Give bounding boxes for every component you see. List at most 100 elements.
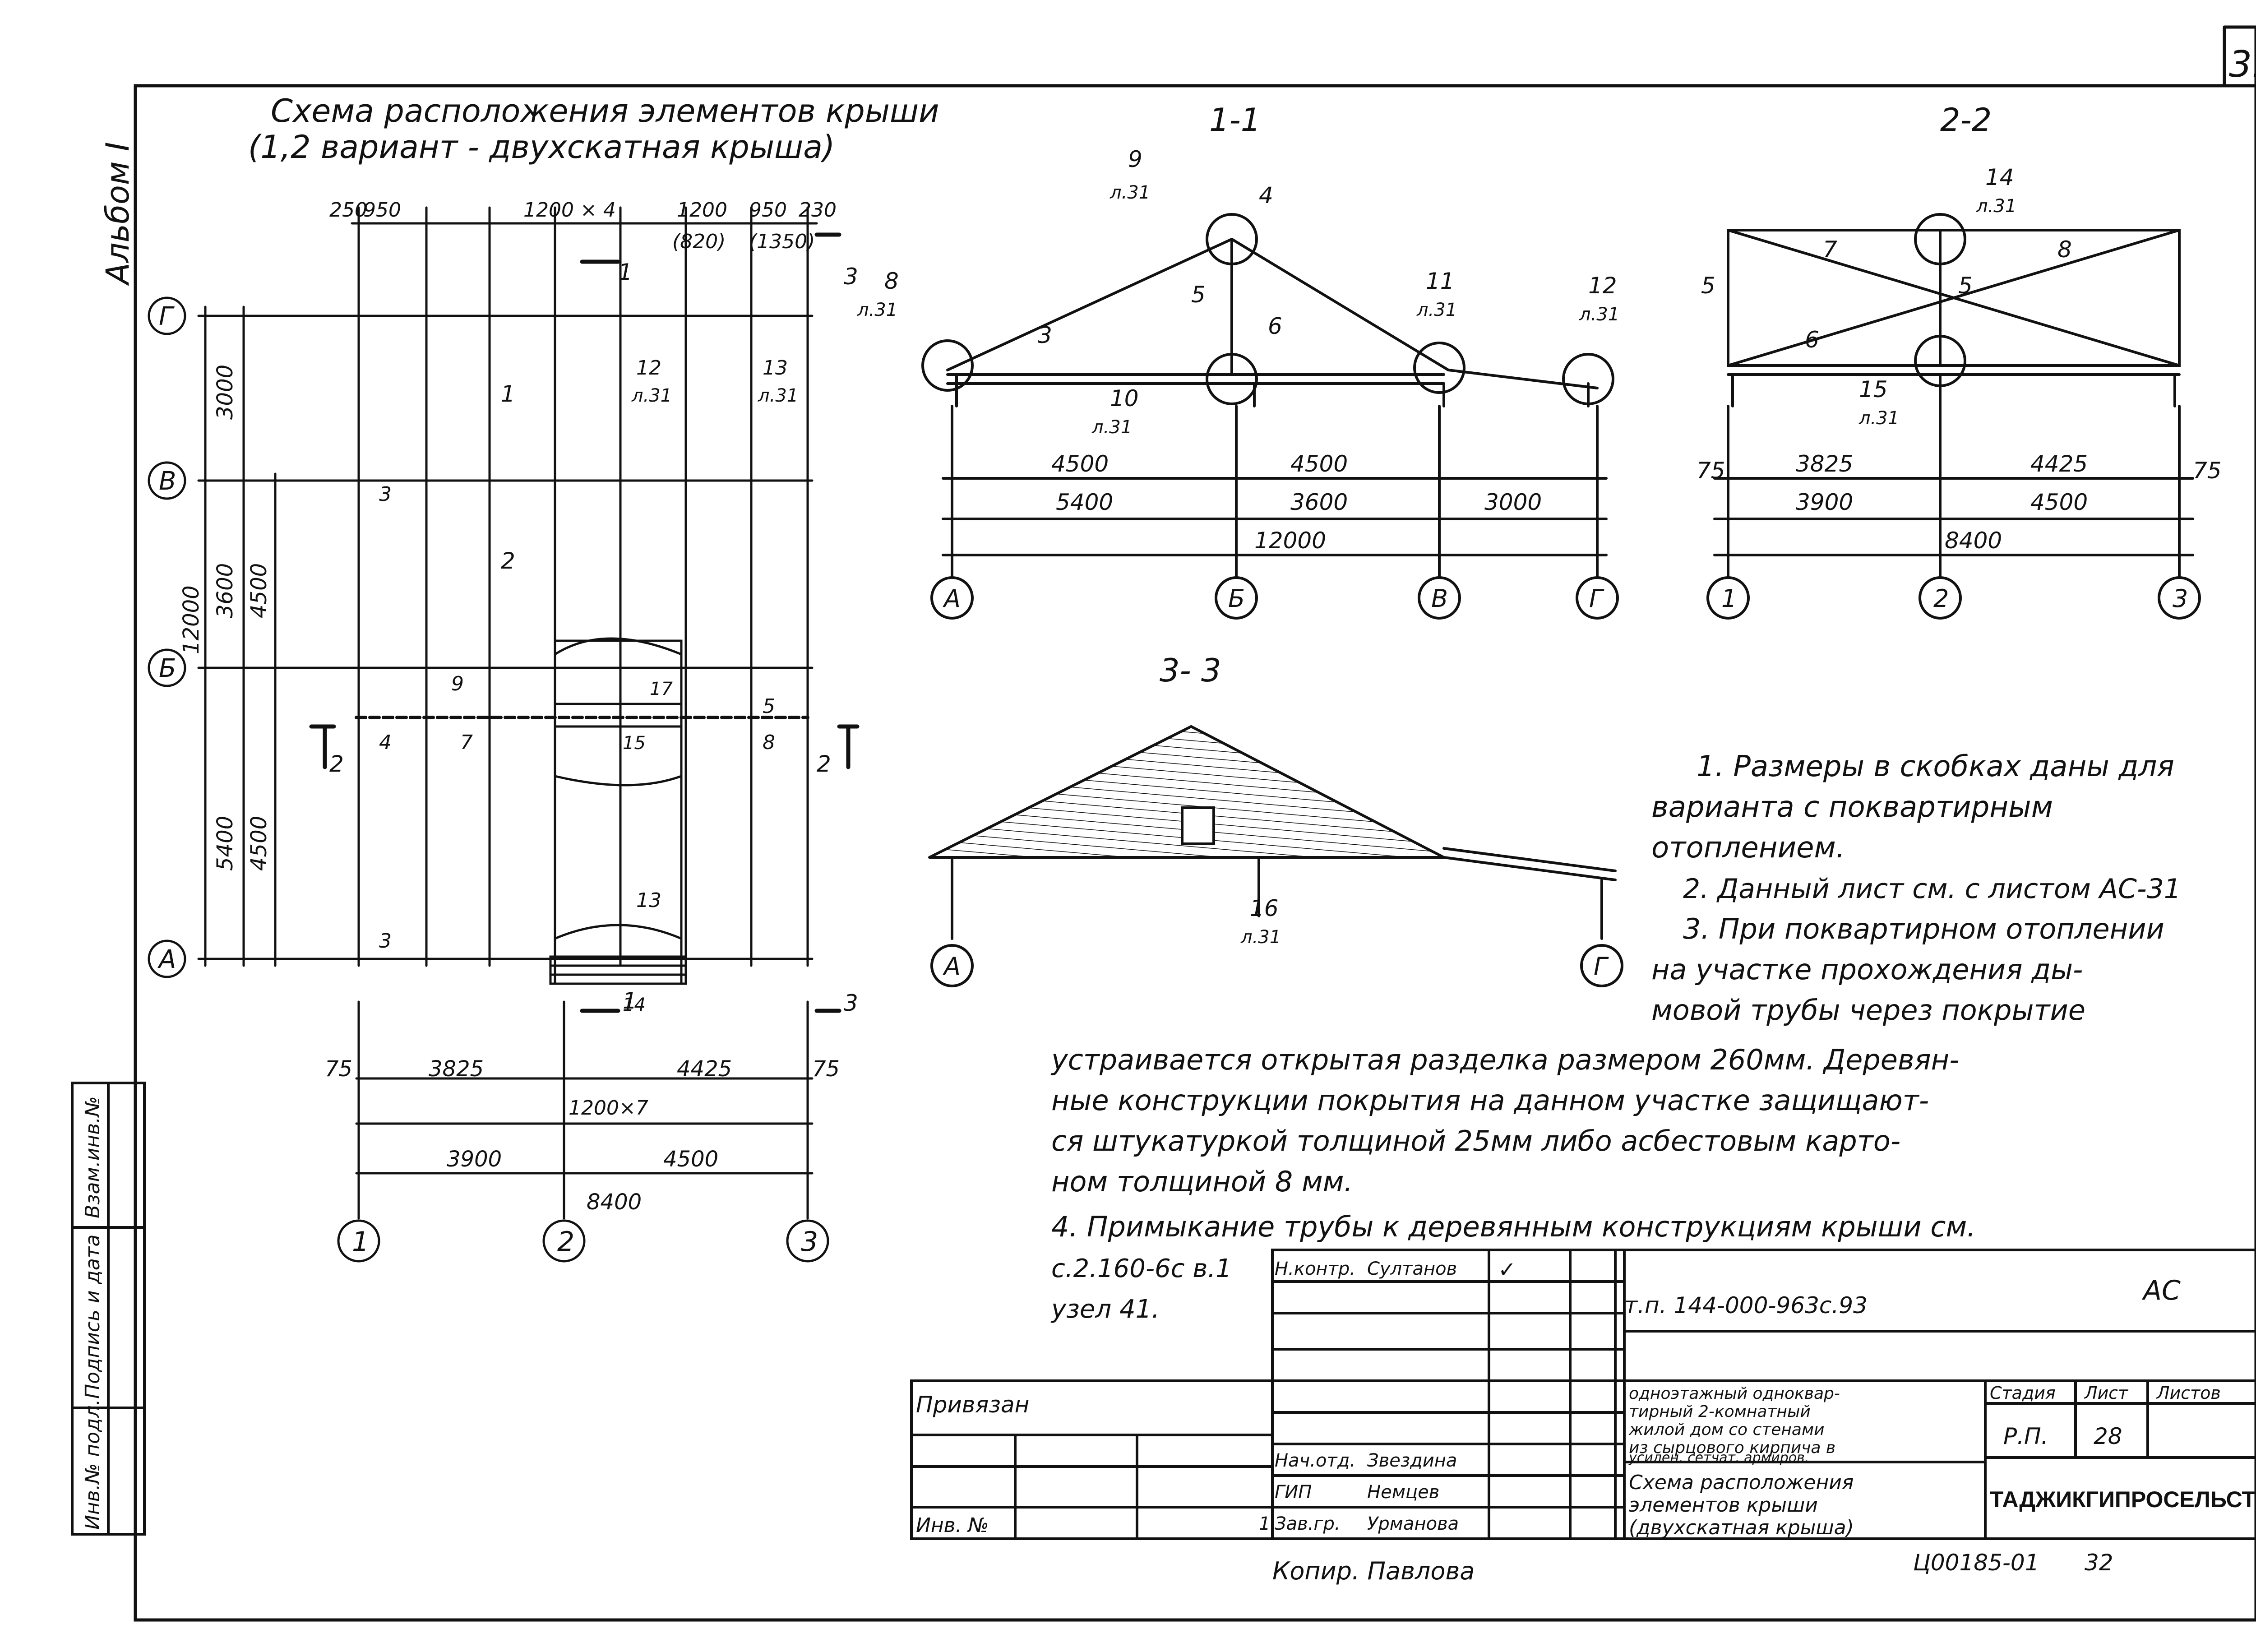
s22-dim-8400: 8400 (1945, 528, 2002, 554)
note-line-9: ные конструкции покрытия на данном участ… (1051, 1084, 1929, 1117)
title-block-frame (910, 1249, 2256, 1540)
drawing-title: Схема расположения элементов крыши (271, 93, 939, 130)
tb-privyazan: Привязан (916, 1392, 1029, 1418)
tb-sheet: 28 (2094, 1423, 2122, 1449)
note-line-12: 4. Примыкание трубы к деревянным констру… (1051, 1210, 1976, 1243)
plan-dim-820: (820) (672, 230, 726, 253)
plan-ref-13: л.31 (758, 385, 798, 406)
plan-axis-b: Б (159, 654, 176, 683)
s22-axis-3: 3 (2173, 584, 2188, 613)
s33-ref-16: л.31 (1240, 927, 1281, 948)
note-line-5: 3. При поквартирном отоплении (1683, 912, 2164, 945)
plan-dim-5400: 5400 (213, 816, 238, 871)
plan-mark-9: 9 (451, 672, 464, 695)
note-line-11: ном толщиной 8 мм. (1051, 1165, 1353, 1198)
tb-name-sultanov: Султанов (1367, 1259, 1457, 1279)
s11-callout-6: 6 (1268, 313, 1282, 339)
s11-axis-a: А (943, 584, 961, 613)
tb-name-zvezdina: Звездина (1367, 1450, 1457, 1471)
plan-dim-1350: (1350) (749, 230, 815, 253)
plan-axis-2: 2 (557, 1226, 574, 1258)
plan-mark-8: 8 (763, 731, 775, 754)
tb-sheets-hdr: Листов (2156, 1383, 2221, 1403)
plan-axis-1: 1 (352, 1226, 369, 1258)
plan-dim-950b: 950 (749, 199, 787, 222)
tb-role-nkontr: Н.контр. (1275, 1259, 1355, 1279)
note-line-3: отоплением. (1651, 831, 1845, 865)
tb-building-5: усилен. сетчат. армиров. (1628, 1450, 1809, 1466)
plan-mark-5: 5 (763, 695, 775, 718)
s11-callout-4: 4 (1259, 182, 1273, 208)
album-label: Альбом I (99, 142, 136, 286)
plan-cut-3-top: 3 (844, 264, 858, 290)
tb-name-line2: элементов крыши (1629, 1494, 1818, 1517)
plan-dim-1200x4: 1200 × 4 (523, 199, 616, 222)
tb-name-line3: (двухскатная крыша) (1629, 1516, 1854, 1539)
plan-axis-v: В (159, 467, 176, 496)
s11-callout-8: 8 (884, 268, 899, 294)
stamp-signature-date: Подпись и дата (81, 1235, 104, 1399)
s22-callout-14: 14 (1985, 164, 2014, 190)
section-1-1-title: 1-1 (1209, 102, 1261, 139)
tb-role-gip: ГИП (1275, 1482, 1312, 1503)
note-line-10: ся штукатуркой толщиной 25мм либо асбест… (1051, 1124, 1900, 1157)
plan-ref-12: л.31 (631, 385, 672, 406)
s22-ref-15: л.31 (1858, 408, 1899, 429)
tb-org: ТАДЖИКГИПРОСЕЛЬСТРОЙ (1990, 1486, 2256, 1512)
note-line-1: 1. Размеры в скобках даны для (1697, 750, 2174, 783)
plan-mark-3: 3 (379, 483, 392, 506)
stamp-inv-original: Инв.№ подл. (81, 1399, 104, 1530)
tb-signature-mark: ✓ (1498, 1257, 1516, 1282)
plan-dim-12000: 12000 (179, 585, 204, 654)
plan-dim-3600: 3600 (213, 563, 238, 618)
section-3-3-title: 3- 3 (1160, 652, 1221, 689)
tb-inv-no: Инв. № (916, 1514, 989, 1537)
note-line-4: 2. Данный лист см. с листом АС-31 (1683, 873, 2181, 905)
s11-axis-v: В (1431, 584, 1448, 613)
stamp-replace-inv: Взам.инв.№ (81, 1096, 104, 1218)
s11-ref-9: л.31 (1110, 182, 1150, 203)
s11-dim-4500b: 4500 (1290, 451, 1348, 477)
tb-stage-hdr: Стадия (1990, 1383, 2056, 1403)
note-line-8: устраивается открытая разделка размером … (1050, 1043, 1960, 1076)
plan-row-axes (148, 296, 829, 1263)
plan-dim-4500b: 4500 (246, 816, 272, 871)
plan-dim-950: 950 (363, 199, 401, 222)
plan-dim-4500c: 4500 (663, 1147, 718, 1172)
s11-axis-b: Б (1228, 584, 1245, 613)
plan-dim-250: 250 (329, 199, 367, 222)
s22-dim-75a: 75 (1697, 458, 1725, 484)
s22-callout-5a: 5 (1701, 273, 1715, 299)
s11-ref-11: л.31 (1416, 300, 1457, 320)
s11-callout-11: 11 (1426, 268, 1455, 294)
s11-dim-12000: 12000 (1254, 528, 1326, 554)
s33-axis-a: А (943, 952, 961, 981)
s22-dim-75b: 75 (2193, 458, 2222, 484)
s22-dim-3825: 3825 (1796, 451, 1853, 477)
tb-building-2: тирный 2-комнатный (1629, 1402, 1811, 1421)
tb-building-4: из сырцового кирпича в (1629, 1439, 1835, 1457)
s11-dim-4500a: 4500 (1051, 451, 1109, 477)
plan-cut-1-top: 1 (618, 259, 633, 285)
s22-axis-1: 1 (1721, 584, 1737, 613)
s11-ref-12: л.31 (1579, 304, 1619, 325)
drawing-subtitle: (1,2 вариант - двухскатная крыша) (248, 129, 835, 166)
plan-mark-7: 7 (460, 731, 473, 754)
s11-dim-5400: 5400 (1056, 489, 1113, 515)
plan-dim-75b: 75 (812, 1056, 840, 1082)
section-2-2-title: 2-2 (1940, 102, 1992, 139)
plan-axis-g: Г (159, 302, 175, 331)
roof-plan (197, 206, 860, 1220)
plan-dim-1200: 1200 (677, 199, 727, 222)
s11-ref-8: л.31 (857, 300, 897, 320)
note-line-13: с.2.160-6с в.1 (1051, 1254, 1232, 1283)
plan-mark-2: 2 (501, 548, 515, 574)
plan-cut-1-bottom: 1 (623, 988, 637, 1014)
s11-ref-10: л.31 (1091, 417, 1132, 438)
s22-dim-3900: 3900 (1796, 489, 1853, 515)
s22-callout-7: 7 (1823, 236, 1837, 263)
s33-axis-g: Г (1594, 952, 1609, 981)
s11-callout-5: 5 (1191, 282, 1206, 308)
plan-dim-75: 75 (325, 1056, 352, 1082)
